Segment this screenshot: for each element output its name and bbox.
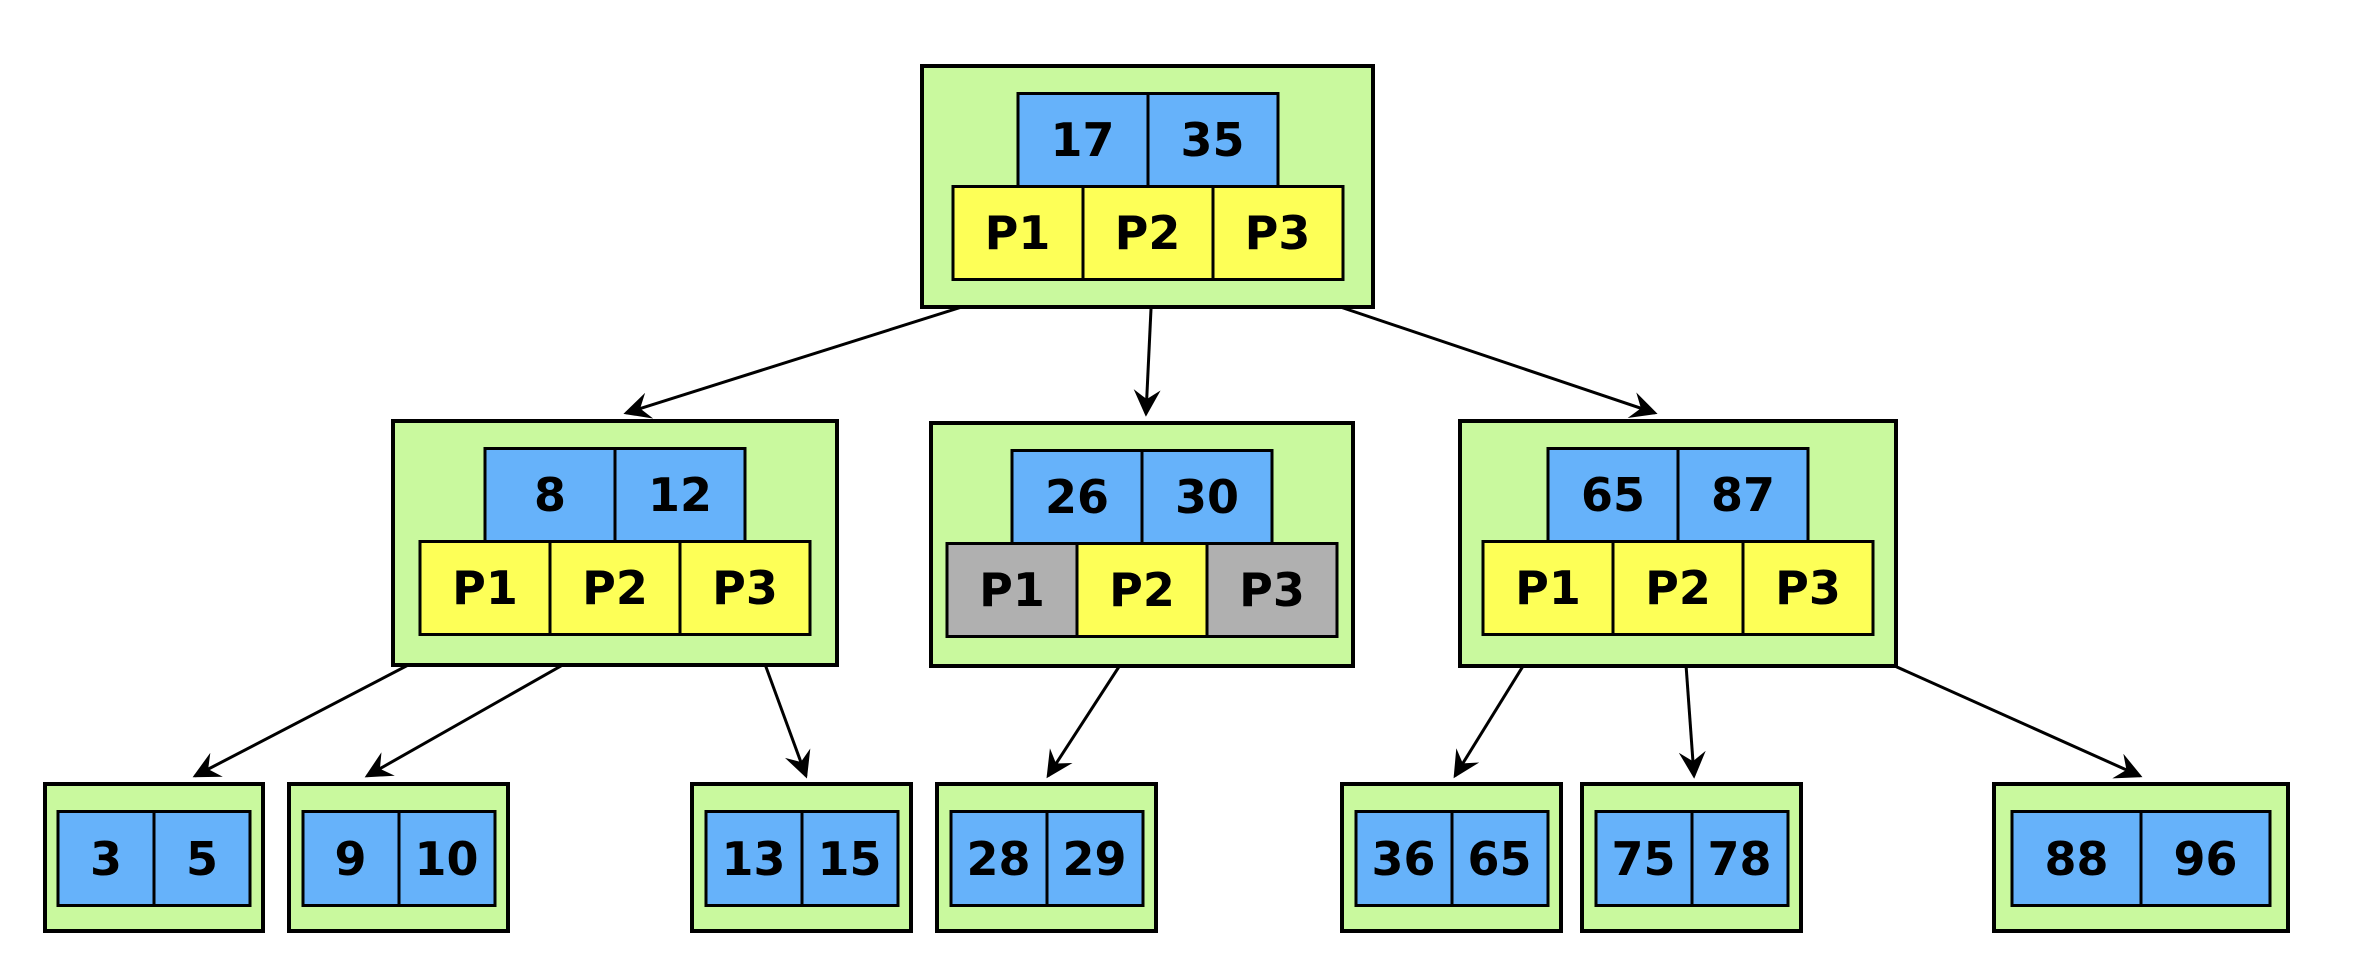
key-cell: 30 [1140, 449, 1274, 545]
btree-internal-node-middle: 26 30 P1 P2 P3 [929, 421, 1355, 668]
key-cell: 17 [1016, 92, 1149, 188]
key-cell: 8 [483, 447, 617, 543]
key-cell: 9 [301, 810, 400, 907]
key-cell: 88 [2010, 810, 2143, 907]
key-cell: 65 [1450, 810, 1549, 907]
key-row: 17 35 [1016, 92, 1279, 188]
key-cell: 75 [1594, 810, 1693, 907]
pointer-cell-p2: P2 [1611, 540, 1745, 636]
pointer-cell-p2: P2 [548, 540, 682, 636]
key-cell: 78 [1690, 810, 1789, 907]
key-row: 28 29 [949, 810, 1144, 907]
pointer-cell-p2: P2 [1081, 185, 1214, 281]
key-row: 36 65 [1354, 810, 1549, 907]
btree-leaf-node: 28 29 [935, 782, 1158, 933]
pointer-cell-p1: P1 [418, 540, 552, 636]
pointer-row: P1 P2 P3 [418, 540, 812, 636]
btree-leaf-node: 3 5 [43, 782, 265, 933]
pointer-row: P1 P2 P3 [1481, 540, 1875, 636]
pointer-cell-p3: P3 [1205, 542, 1339, 638]
key-row: 65 87 [1546, 447, 1810, 543]
key-row: 13 15 [704, 810, 899, 907]
pointer-cell-p3: P3 [1741, 540, 1875, 636]
pointer-cell-p1: P1 [1481, 540, 1615, 636]
key-row: 8 12 [483, 447, 747, 543]
key-row: 88 96 [2010, 810, 2272, 907]
btree-internal-node-right: 65 87 P1 P2 P3 [1458, 419, 1898, 668]
key-row: 3 5 [56, 810, 252, 907]
btree-leaf-node: 88 96 [1992, 782, 2290, 933]
key-cell: 3 [56, 810, 156, 907]
pointer-cell-p2: P2 [1075, 542, 1209, 638]
btree-leaf-node: 75 78 [1580, 782, 1803, 933]
pointer-cell-p1: P1 [951, 185, 1084, 281]
pointer-row: P1 P2 P3 [951, 185, 1344, 281]
key-cell: 13 [704, 810, 803, 907]
key-row: 26 30 [1010, 449, 1274, 545]
key-cell: 28 [949, 810, 1048, 907]
key-cell: 96 [2139, 810, 2272, 907]
btree-leaf-node: 36 65 [1340, 782, 1563, 933]
key-row: 9 10 [301, 810, 496, 907]
key-cell: 36 [1354, 810, 1453, 907]
key-cell: 26 [1010, 449, 1144, 545]
key-row: 75 78 [1594, 810, 1789, 907]
pointer-cell-p1: P1 [945, 542, 1079, 638]
pointer-cell-p3: P3 [678, 540, 812, 636]
key-cell: 12 [613, 447, 747, 543]
btree-leaf-node: 13 15 [690, 782, 913, 933]
pointer-cell-p3: P3 [1211, 185, 1344, 281]
btree-leaf-node: 9 10 [287, 782, 510, 933]
key-cell: 35 [1146, 92, 1279, 188]
key-cell: 29 [1045, 810, 1144, 907]
key-cell: 10 [397, 810, 496, 907]
btree-internal-node-left: 8 12 P1 P2 P3 [391, 419, 839, 667]
key-cell: 5 [152, 810, 252, 907]
btree-root-node: 17 35 P1 P2 P3 [920, 64, 1375, 309]
key-cell: 15 [800, 810, 899, 907]
key-cell: 87 [1676, 447, 1810, 543]
pointer-row: P1 P2 P3 [945, 542, 1339, 638]
key-cell: 65 [1546, 447, 1680, 543]
